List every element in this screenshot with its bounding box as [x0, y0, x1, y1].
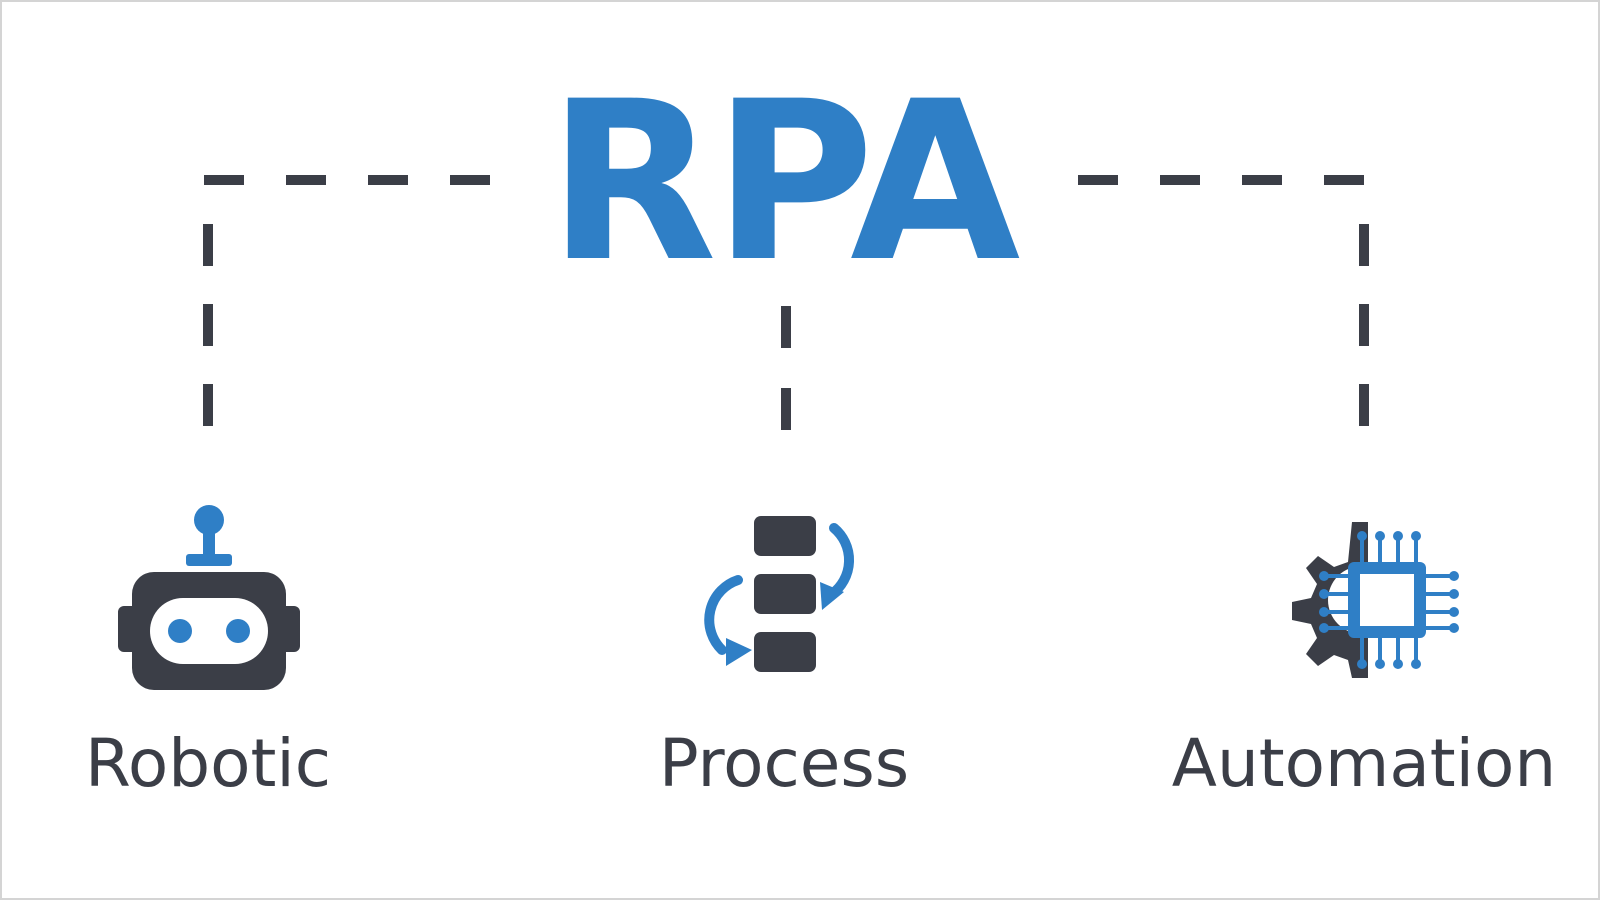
- label-robotic: Robotic: [84, 725, 332, 802]
- robot-icon: [118, 505, 300, 690]
- label-automation: Automation: [1171, 725, 1557, 802]
- diagram-title: RPA: [547, 54, 1021, 310]
- gear-chip-icon: [1292, 522, 1459, 678]
- process-cycle-icon: [704, 516, 855, 672]
- label-process: Process: [658, 725, 910, 802]
